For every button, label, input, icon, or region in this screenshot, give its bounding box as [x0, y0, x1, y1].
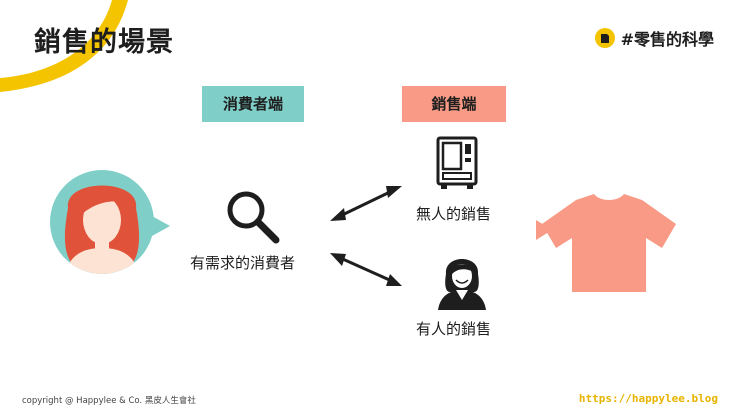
bidirectional-arrows [330, 186, 402, 286]
consumer-avatar-icon [50, 170, 170, 274]
needy-consumer-label: 有需求的消費者 [190, 254, 296, 272]
consumer-side-label: 消費者端 [202, 86, 304, 122]
series-hashtag: #零售的科學 [594, 26, 714, 50]
hashtag-text: #零售的科學 [620, 30, 714, 49]
search-icon [227, 191, 280, 244]
copyright-text: copyright @ Happylee & Co. 黑皮人生會社 [22, 396, 196, 406]
manned-sale-label: 有人的銷售 [416, 320, 492, 338]
salesperson-icon [438, 259, 486, 310]
unmanned-sale-label: 無人的銷售 [416, 205, 492, 223]
decorative-yellow-arc [0, 0, 128, 92]
vending-machine-icon [436, 136, 478, 189]
t-shirt-product-icon [536, 194, 676, 292]
page-title: 銷售的場景 [34, 27, 174, 58]
book-icon [594, 28, 615, 48]
seller-side-label: 銷售端 [402, 86, 506, 122]
blog-url-link[interactable]: https://happylee.blog [578, 392, 718, 405]
